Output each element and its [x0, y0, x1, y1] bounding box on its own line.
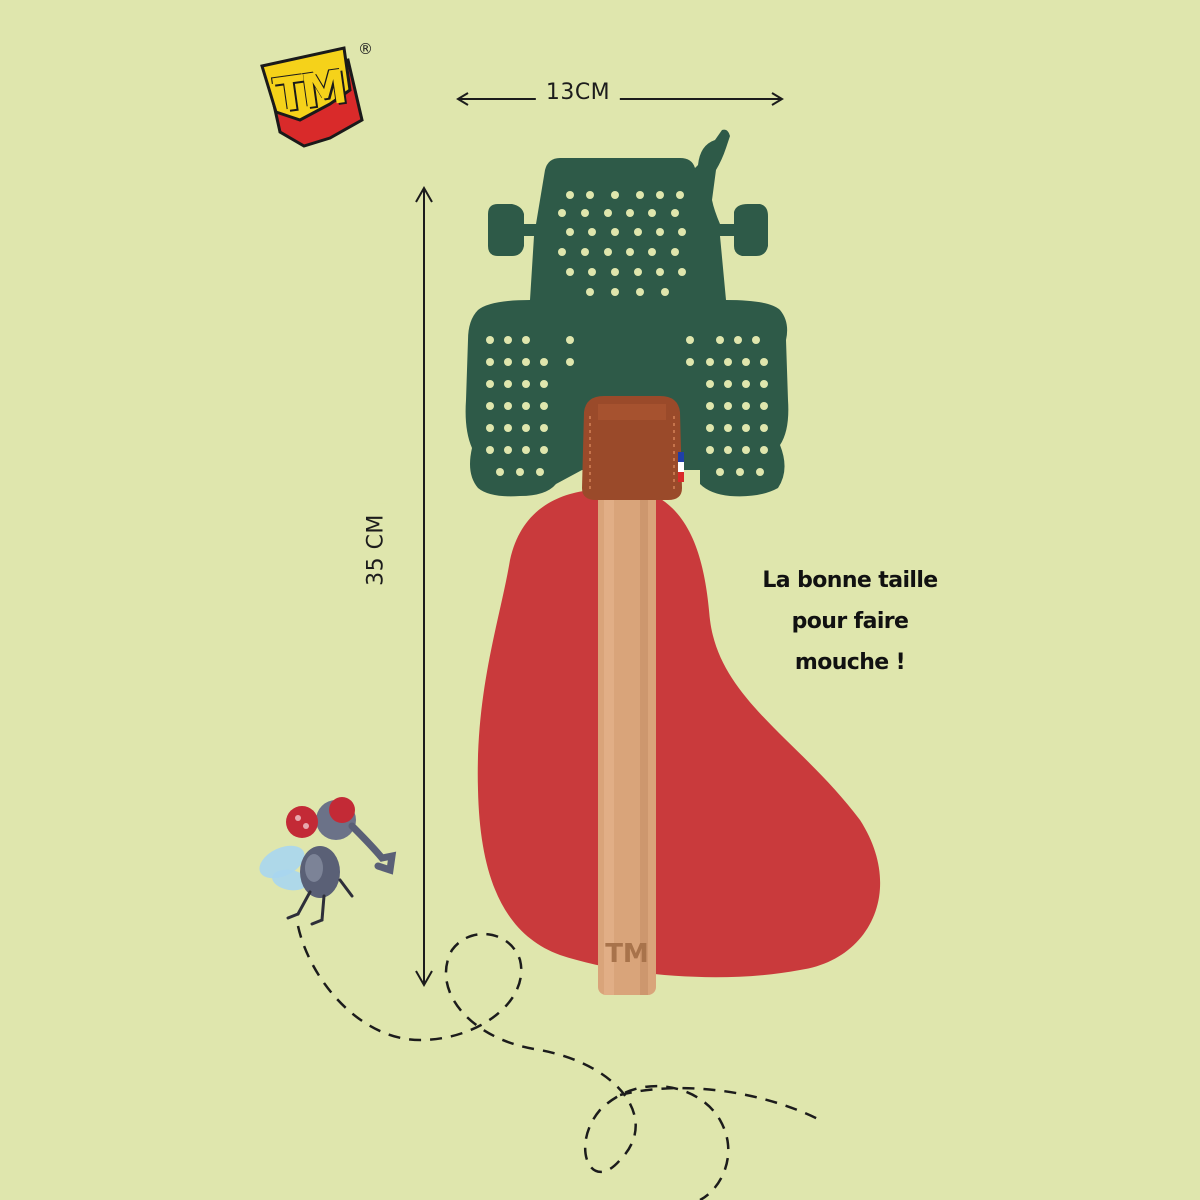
tagline: La bonne taille pour faire mouche ! [730, 560, 970, 683]
tagline-line-1: La bonne taille [762, 568, 938, 593]
handle-logo-engraving: TM [605, 939, 649, 969]
brand-logo-text: TM [270, 59, 347, 123]
fly-cartoon-icon [259, 797, 397, 926]
wooden-handle-icon: TM [598, 480, 656, 995]
width-dimension-label: 13CM [535, 80, 621, 105]
height-arrow [415, 185, 433, 988]
swatter-holes [486, 191, 768, 476]
registered-mark: ® [358, 40, 373, 58]
french-flag-icon [678, 452, 684, 482]
tractor-swatter-head-icon [465, 129, 789, 497]
brand-logo [260, 46, 364, 148]
tagline-line-2: pour faire [791, 609, 909, 634]
leather-sleeve-icon [582, 396, 682, 500]
height-dimension-label: 35 CM [363, 504, 389, 596]
tagline-line-3: mouche ! [794, 650, 906, 675]
dashed-flight-path [296, 925, 821, 1200]
red-blob-shape [477, 487, 881, 978]
